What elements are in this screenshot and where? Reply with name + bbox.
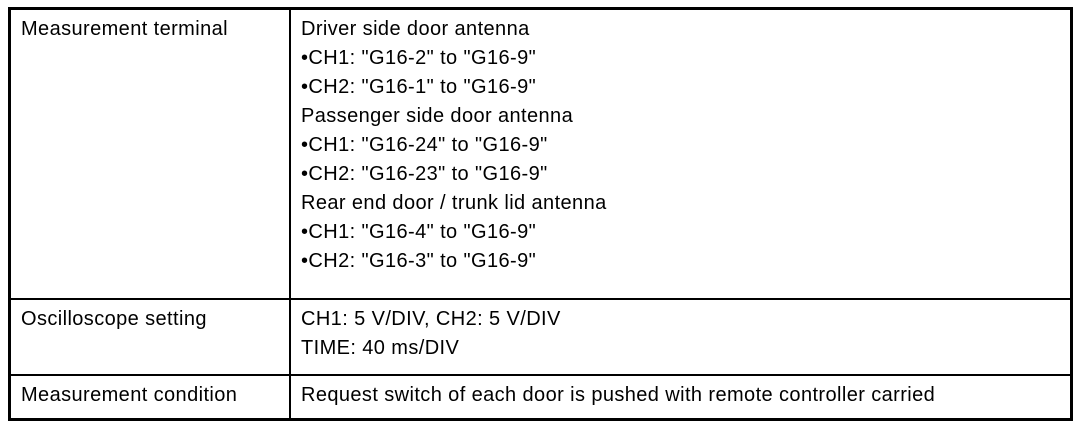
spec-table-container: Measurement terminal Driver side door an…	[8, 7, 1073, 421]
row-label-cell: Oscilloscope setting	[8, 297, 291, 376]
row-label: Measurement condition	[21, 383, 238, 406]
row-label: Measurement terminal	[21, 18, 228, 40]
content-line: •CH2: "G16-23" to "G16-9"	[301, 163, 548, 185]
measurement-spec-table: Measurement terminal Driver side door an…	[8, 7, 1073, 421]
content-line: •CH2: "G16-1" to "G16-9"	[301, 76, 537, 98]
content-line: •CH2: "G16-3" to "G16-9"	[301, 250, 537, 272]
content-line: CH1: 5 V/DIV, CH2: 5 V/DIV	[301, 307, 561, 330]
table-row-measurement-terminal: Measurement terminal Driver side door an…	[8, 7, 1073, 300]
content-line: •CH1: "G16-24" to "G16-9"	[301, 134, 548, 156]
row-content-cell: CH1: 5 V/DIV, CH2: 5 V/DIV TIME: 40 ms/D…	[289, 297, 1073, 376]
content-line: Rear end door / trunk lid antenna	[301, 192, 607, 214]
row-label-cell: Measurement terminal	[8, 7, 291, 300]
table-row-measurement-condition: Measurement condition Request switch of …	[8, 373, 1073, 421]
content-line: Passenger side door antenna	[301, 105, 574, 127]
content-line: Driver side door antenna	[301, 18, 530, 40]
content-line: Request switch of each door is pushed wi…	[301, 383, 936, 406]
row-label: Oscilloscope setting	[21, 307, 207, 330]
row-content-cell: Driver side door antenna •CH1: "G16-2" t…	[289, 7, 1073, 300]
row-content-cell: Request switch of each door is pushed wi…	[289, 373, 1073, 421]
row-label-cell: Measurement condition	[8, 373, 291, 421]
content-line: TIME: 40 ms/DIV	[301, 336, 460, 359]
content-line: •CH1: "G16-2" to "G16-9"	[301, 47, 537, 69]
content-line: •CH1: "G16-4" to "G16-9"	[301, 221, 537, 243]
table-row-oscilloscope-setting: Oscilloscope setting CH1: 5 V/DIV, CH2: …	[8, 297, 1073, 376]
